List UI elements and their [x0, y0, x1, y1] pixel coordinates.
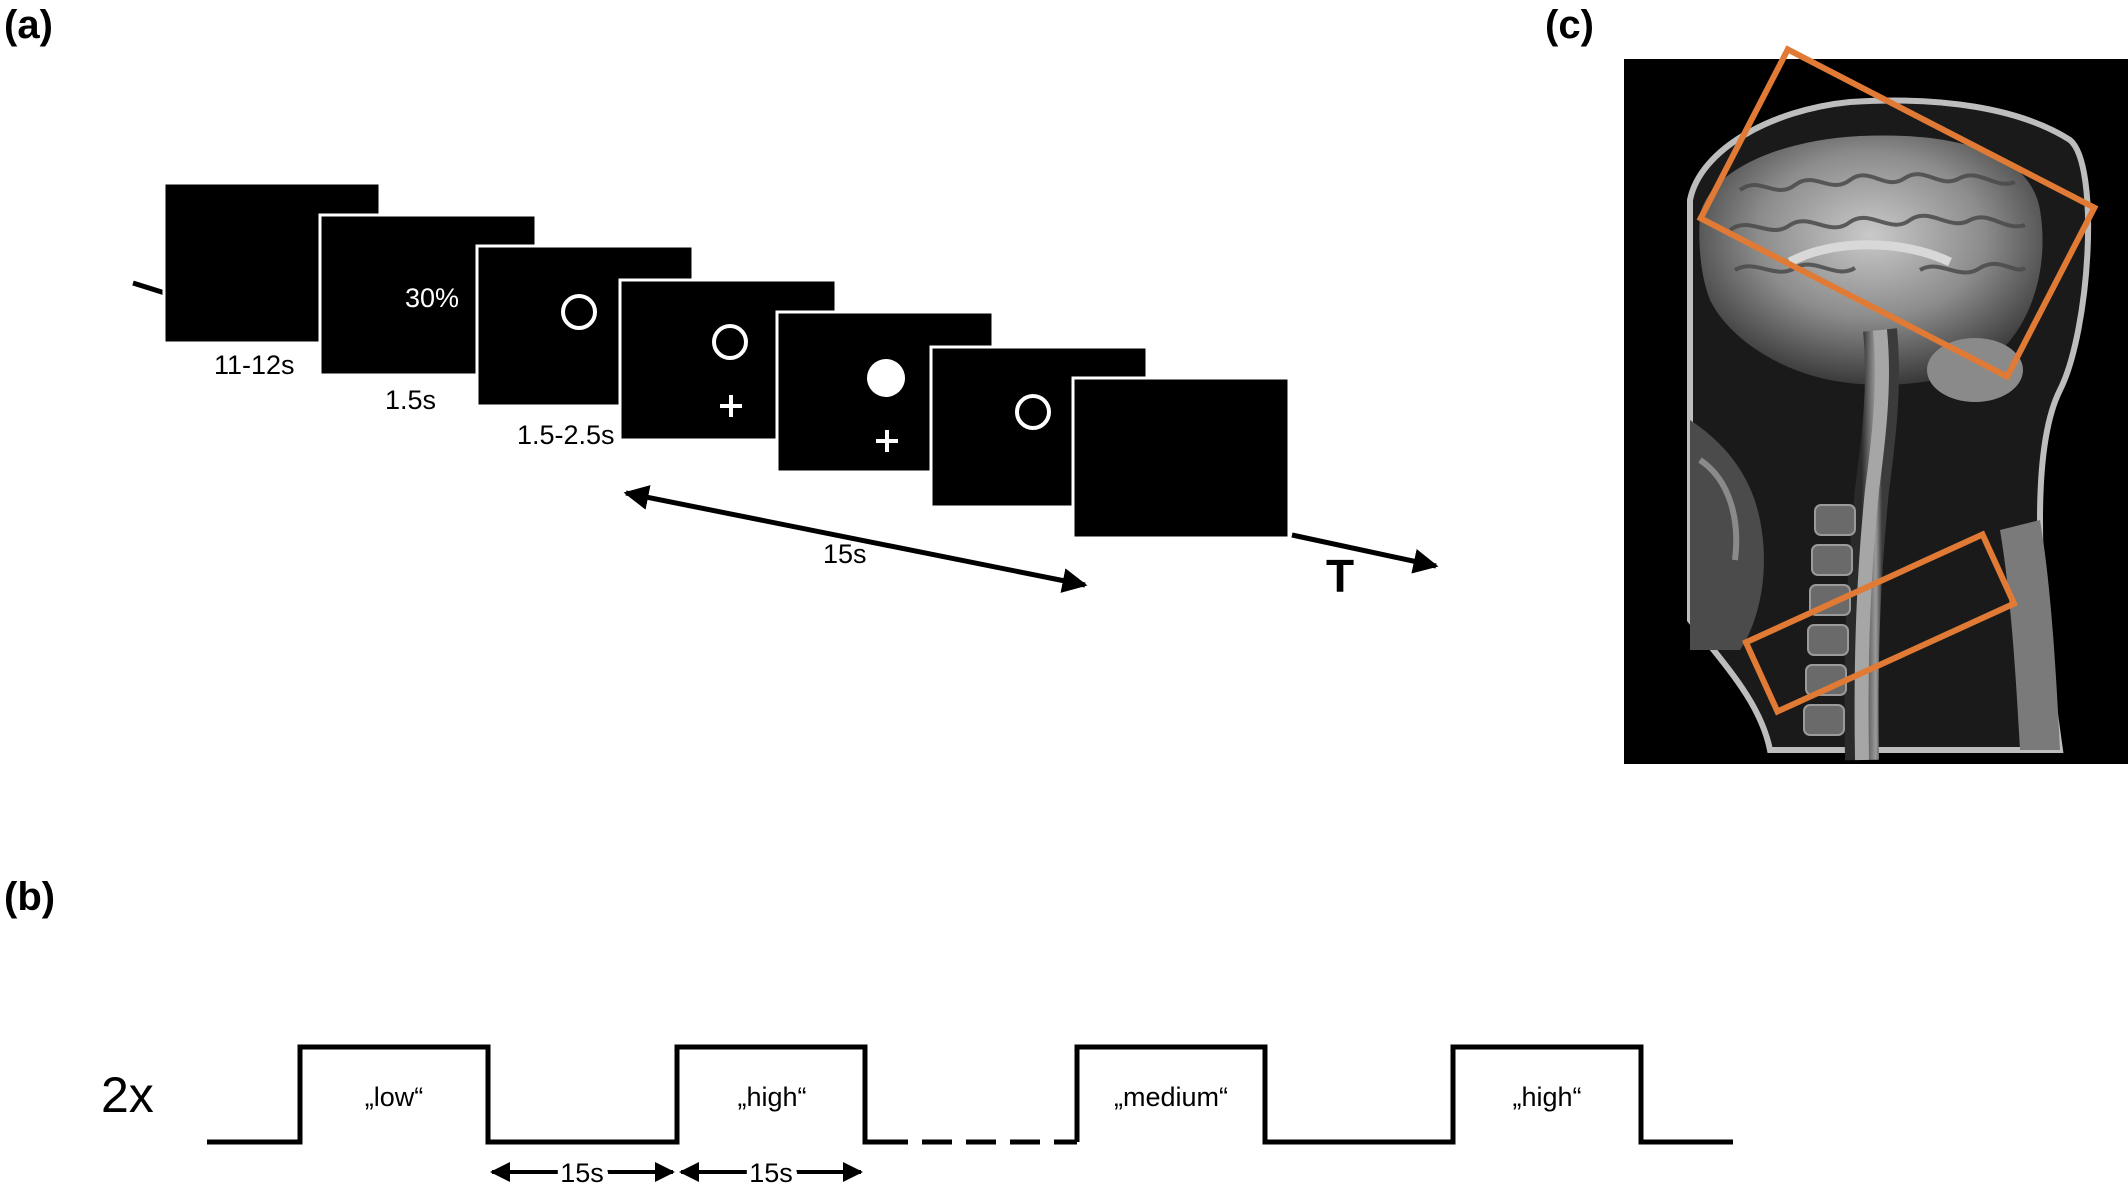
mri-sagittal-image	[1624, 59, 2128, 764]
time-axis-arrow	[1291, 532, 1439, 574]
span-label: 15s	[823, 539, 867, 569]
block-waveform-solid-1	[207, 1044, 878, 1145]
fixation-cross-1	[720, 395, 742, 417]
interval-label-2: 15s	[749, 1158, 793, 1187]
condition-label-1: „low“	[365, 1082, 424, 1112]
duration-label-2: 1.5s	[385, 385, 436, 415]
condition-label-2: „high“	[737, 1082, 806, 1112]
time-axis-label: T	[1326, 550, 1354, 602]
panel-a-label: (a)	[4, 3, 53, 47]
duration-label-1: 11-12s	[214, 350, 295, 380]
block-waveform-solid-2	[1074, 1044, 1733, 1145]
panel-b-label: (b)	[4, 875, 55, 919]
spinal-slice-box	[1741, 530, 2019, 716]
duration-label-3: 1.5-2.5s	[517, 420, 615, 450]
screen-7	[1071, 376, 1291, 540]
brain-slice-box	[1696, 45, 2099, 381]
span-arrow	[623, 485, 1088, 593]
time-axis-lead	[132, 280, 169, 297]
fixation-cross-2	[876, 430, 898, 452]
open-circle-cue-3	[1015, 394, 1051, 430]
open-circle-cue-1	[561, 294, 597, 330]
screen-2-percent: 30%	[405, 283, 459, 313]
open-circle-cue-2	[712, 324, 748, 360]
interval-label-1: 15s	[560, 1158, 604, 1187]
condition-label-4: „high“	[1512, 1082, 1581, 1112]
panel-c-label: (c)	[1545, 3, 1594, 47]
repeat-label: 2x	[101, 1067, 154, 1123]
condition-label-3: „medium“	[1114, 1082, 1228, 1112]
filled-circle-stimulus	[867, 359, 905, 397]
